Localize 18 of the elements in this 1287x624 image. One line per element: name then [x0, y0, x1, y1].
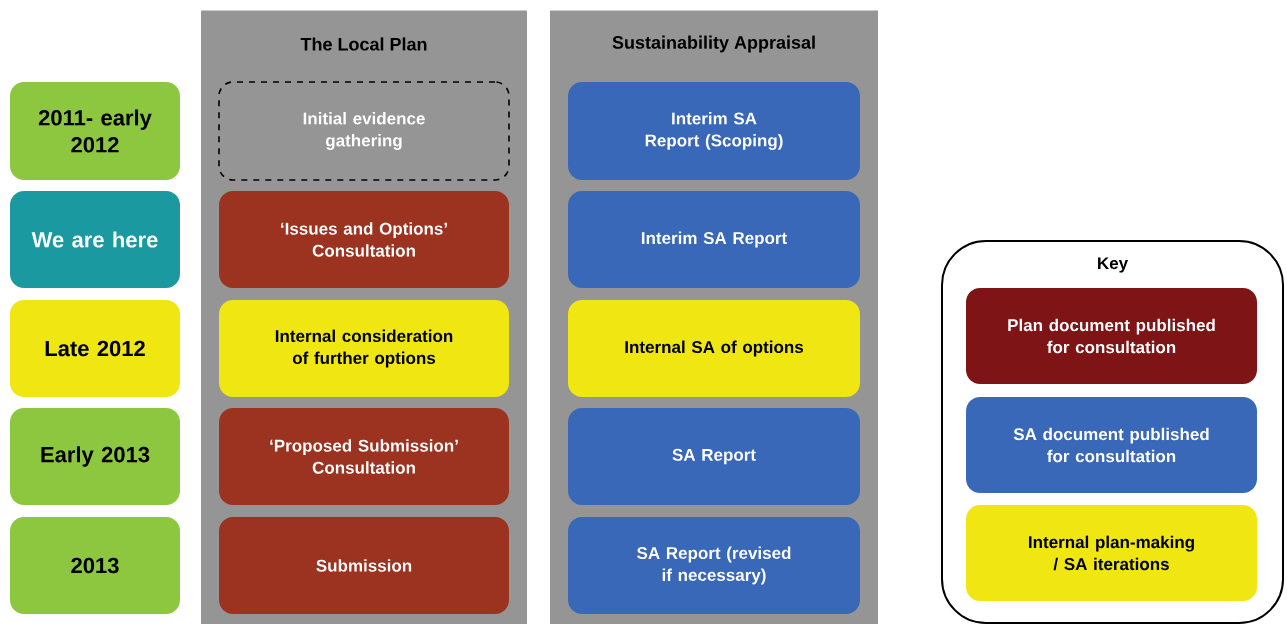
legend-entry: Internal plan-making / SA iterations — [966, 505, 1257, 601]
stage-box: Interim SA Report (Scoping) — [568, 82, 860, 180]
stage-box: Internal consideration of further options — [219, 300, 509, 397]
period-box: 2013 — [10, 517, 180, 614]
legend-entry: SA document published for consultation — [966, 397, 1257, 493]
stage-box: ‘Issues and Options’ Consultation — [219, 191, 509, 288]
stage-box: Internal SA of options — [568, 300, 860, 397]
period-box: Early 2013 — [10, 408, 180, 505]
stage-box: Submission — [219, 517, 509, 614]
stage-box: ‘Proposed Submission’ Consultation — [219, 408, 509, 505]
stage-box: Initial evidence gathering — [218, 81, 510, 181]
period-box: 2011- early 2012 — [10, 82, 180, 180]
stage-box: Interim SA Report — [568, 191, 860, 288]
period-box: We are here — [10, 191, 180, 288]
legend-entry: Plan document published for consultation — [966, 288, 1257, 384]
period-box: Late 2012 — [10, 300, 180, 397]
stage-box: SA Report — [568, 408, 860, 505]
stage-box: SA Report (revised if necessary) — [568, 517, 860, 614]
